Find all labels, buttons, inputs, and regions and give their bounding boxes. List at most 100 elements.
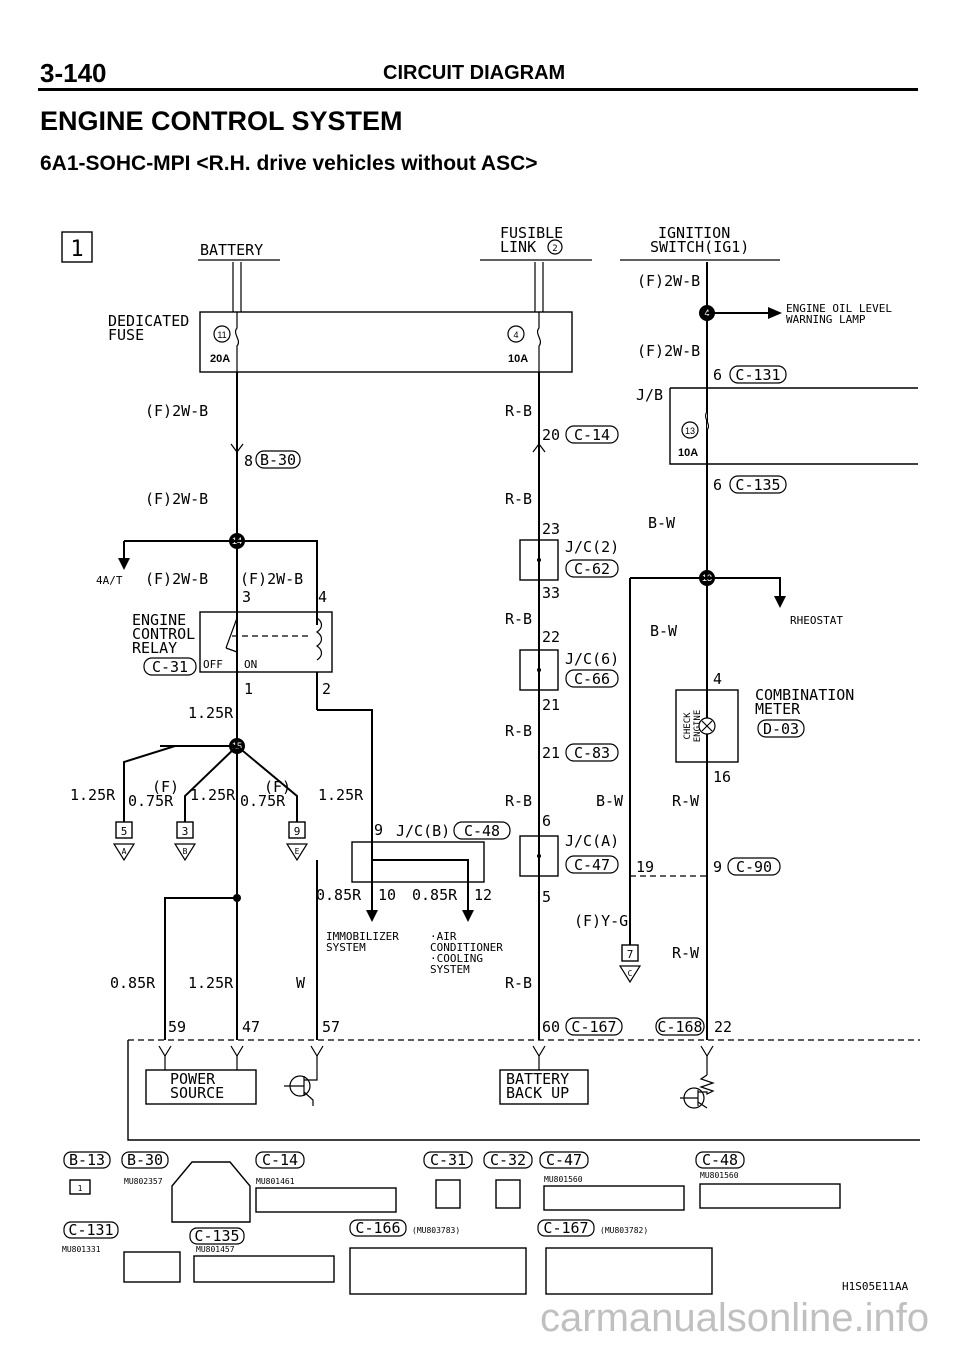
fuse-13-rating: 10A (678, 447, 698, 459)
pin-10: 10 (378, 886, 396, 904)
wire-label-rb-4: R-B (505, 722, 532, 740)
legend-c32-shape (495, 1179, 521, 1209)
connector-c66: C-66 (574, 670, 610, 688)
sheet-number-box (61, 231, 93, 263)
battery-backup-label-2: BACK UP (506, 1084, 569, 1102)
connector-d03: D-03 (763, 720, 799, 738)
legend-c167-shape (545, 1247, 713, 1295)
fuse-4-number: 4 (513, 330, 518, 340)
wire-label-085r-1: 0.85R (316, 886, 362, 904)
splice-14-branch (123, 540, 318, 625)
fusible-feed (534, 262, 544, 312)
power-source-label-2: SOURCE (170, 1084, 224, 1102)
legend-c31-tag (423, 1151, 473, 1169)
wire-label-f2wb-1: (F)2W-B (145, 402, 208, 420)
fusible-link-label-2: LINK (500, 238, 536, 256)
pin-60: 60 (542, 1018, 560, 1036)
check-engine-label-group: CHECK ENGINE (683, 710, 703, 743)
term-box-5 (115, 821, 133, 839)
legend-c135: C-135 (194, 1227, 239, 1245)
wire-label-f2wb-3: (F)2W-B (145, 570, 208, 588)
connector-c14-arrow (532, 443, 546, 453)
dedicated-fuse-box (199, 311, 573, 373)
term-box-7-label: 7 (627, 948, 634, 961)
connector-c62-tag (565, 559, 619, 578)
connector-c167-tag (565, 1017, 623, 1036)
legend-c48: C-48 (702, 1151, 738, 1169)
wire-label-rb-5: R-B (505, 792, 532, 810)
wire-label-125r-3: 1.25R (190, 786, 236, 804)
connector-c167: C-167 (571, 1018, 616, 1036)
wire-label-125r-2: 1.25R (70, 786, 116, 804)
wire-label-fyg: (F)Y-G (574, 912, 628, 930)
jc2-box (519, 539, 559, 581)
legend-c32-tag (483, 1151, 533, 1169)
jcb-internal (371, 842, 469, 900)
term-box-7 (621, 944, 639, 962)
legend-b13-pin: 1 (78, 1184, 83, 1193)
connector-c83-tag (565, 743, 619, 762)
legend-c131-tag (63, 1221, 119, 1239)
legend-c32: C-32 (490, 1151, 526, 1169)
wire-label-125r-5: 1.25R (188, 974, 234, 992)
page-subtitle: 6A1-SOHC-MPI <R.H. drive vehicles withou… (40, 152, 538, 175)
battery-feed (232, 262, 242, 312)
wire-label-f2wb-2: (F)2W-B (145, 490, 208, 508)
aircon-label-2: CONDITIONER (430, 941, 503, 954)
term-flag-b-shape (173, 843, 197, 862)
ignition-label-2: SWITCH(IG1) (650, 238, 749, 256)
legend-b13-shape (69, 1179, 91, 1195)
arrow-4at (118, 558, 130, 570)
power-source-label-1: POWER (170, 1070, 216, 1088)
jcb-arrows (366, 910, 474, 922)
wire-label-rw-2: R-W (672, 944, 700, 962)
fuse-11-symbol (234, 312, 240, 372)
pin-20: 20 (542, 426, 560, 444)
connector-c131: C-131 (735, 366, 780, 384)
legend-c48-part: MU801560 (700, 1171, 739, 1180)
jb-box (669, 387, 918, 465)
jc6-label: J/C(6) (565, 650, 619, 668)
battery-label: BATTERY (200, 241, 263, 259)
rheostat-arrow (774, 596, 786, 608)
page-number: 3-140 (40, 58, 107, 88)
aircon-label-3: ·COOLING (430, 952, 483, 965)
label-4at: 4A/T (96, 574, 123, 587)
oil-lamp-arrow (768, 307, 782, 319)
pin-2: 2 (322, 680, 331, 698)
meter-label-2: METER (755, 700, 801, 718)
page-title: ENGINE CONTROL SYSTEM (40, 106, 403, 136)
wire-label-rb-6: R-B (505, 974, 532, 992)
wire-label-bw-2: B-W (648, 514, 676, 532)
pin-22b: 22 (714, 1018, 732, 1036)
pin-4: 4 (318, 588, 327, 606)
pin-6b: 6 (713, 366, 722, 384)
jcb-outputs (371, 882, 469, 910)
ecu-pin-stubs (164, 1056, 708, 1075)
legend-c47-shape (543, 1185, 685, 1211)
legend-c48-shape (699, 1183, 841, 1209)
jc6-box (519, 649, 559, 691)
connector-c48: C-48 (464, 822, 500, 840)
legend-c14-tag (255, 1151, 305, 1169)
dedicated-fuse-label-1: DEDICATED (108, 312, 189, 330)
pin-33: 33 (542, 584, 560, 602)
transistor-icon-1 (284, 1070, 318, 1106)
connector-c135-tag (729, 475, 787, 494)
power-source-box (145, 1069, 257, 1105)
legend-c135-tag (189, 1227, 245, 1245)
connector-c83: C-83 (574, 744, 610, 762)
pin-5: 5 (542, 888, 551, 906)
term-flag-a: A (122, 847, 127, 856)
pin-16: 16 (713, 768, 731, 786)
pin-59: 59 (168, 1018, 186, 1036)
pin-57: 57 (322, 1018, 340, 1036)
term-flag-c-shape (618, 965, 642, 984)
wire-label-f-1: (F) (152, 778, 179, 796)
wire-label-rb-1: R-B (505, 402, 532, 420)
legend-area: B-13 1 B-30 MU802357 C-14 MU801461 C-31 … (62, 1151, 841, 1295)
legend-c166-shape (349, 1247, 527, 1295)
jc2-label: J/C(2) (565, 538, 619, 556)
oil-lamp-label-2: WARNING LAMP (786, 313, 866, 326)
